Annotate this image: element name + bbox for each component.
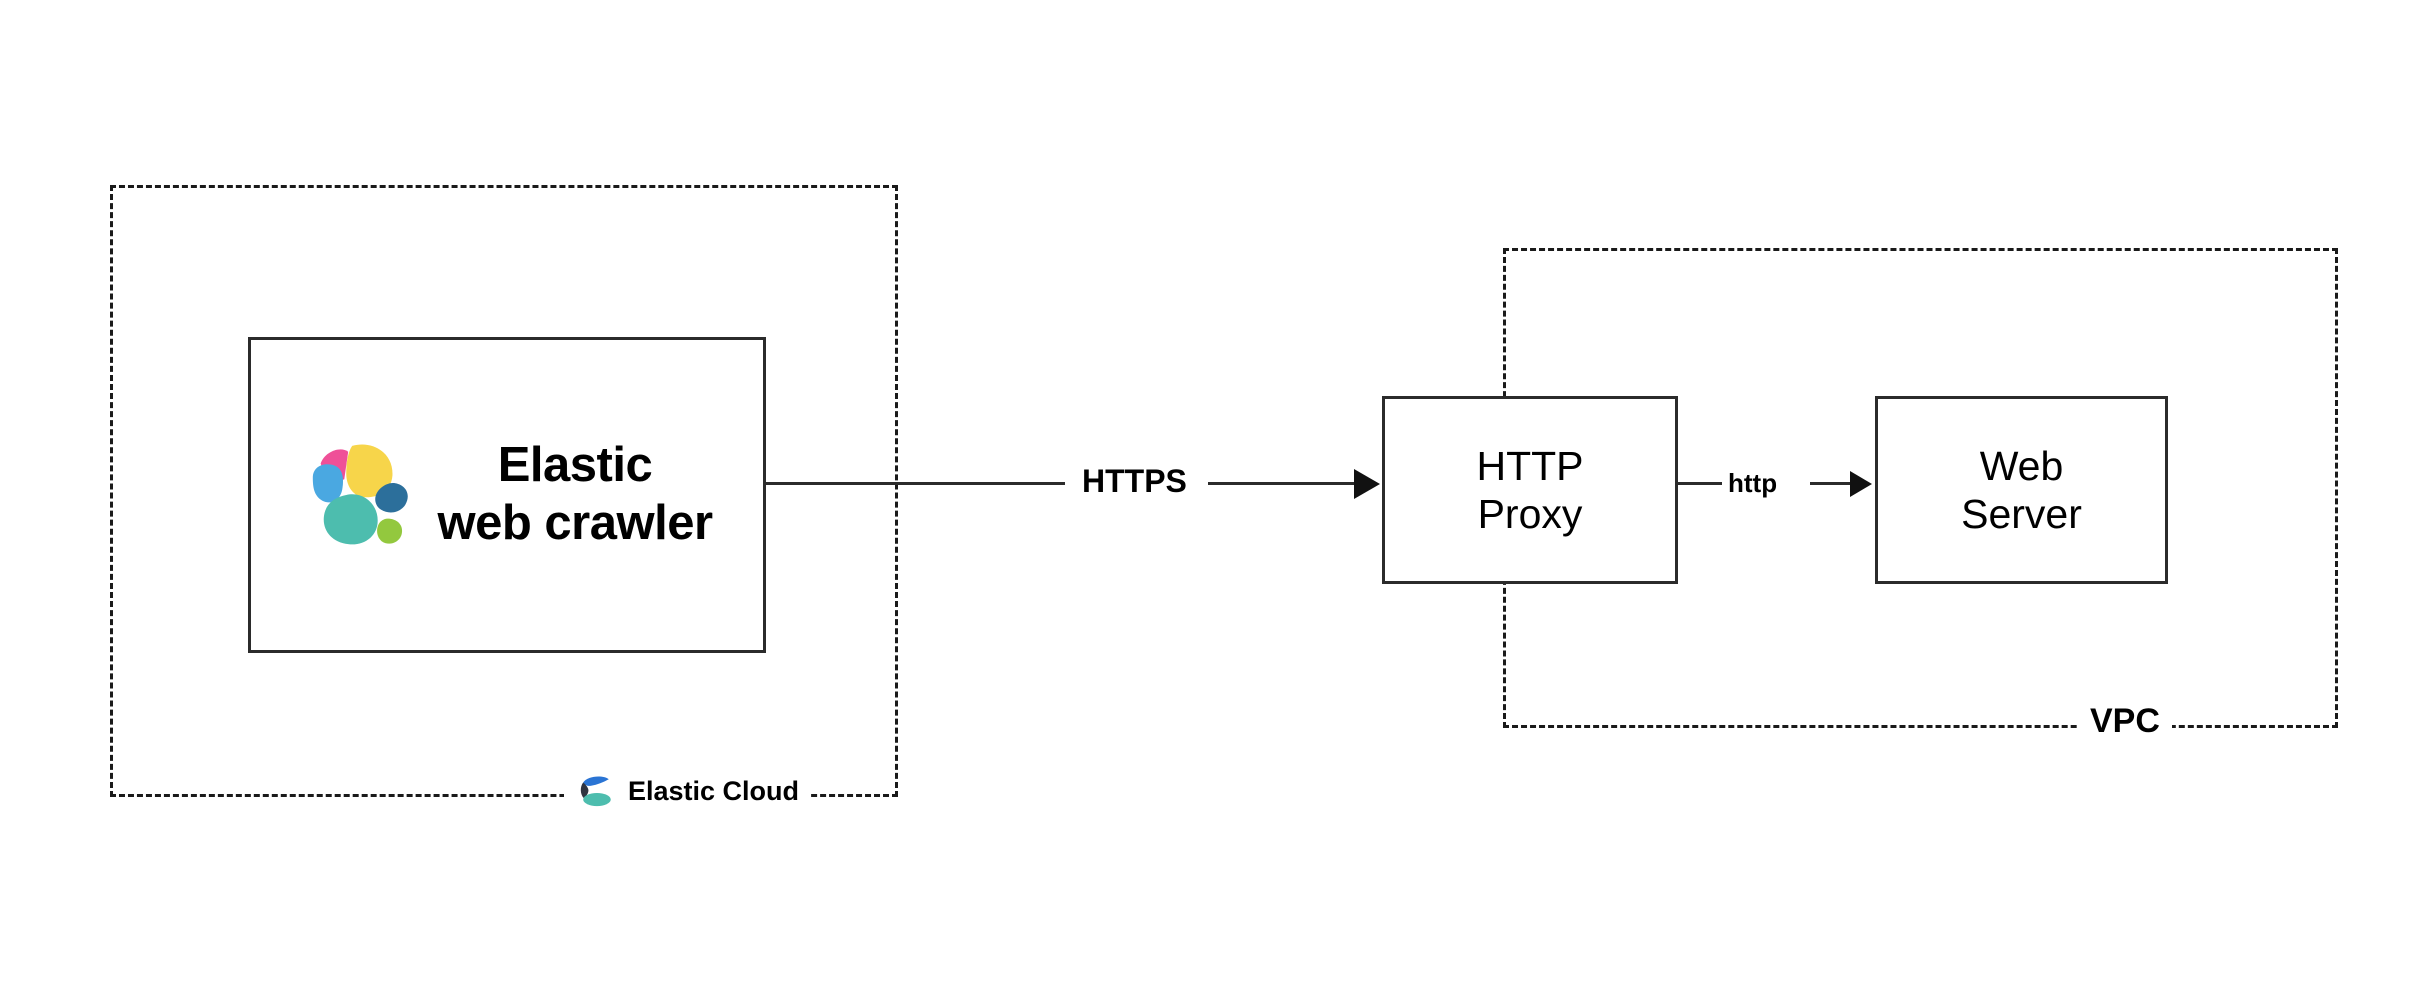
elastic-cloud-label: Elastic Cloud <box>628 775 800 806</box>
elastic-cloud-icon <box>580 776 611 807</box>
elastic-crawler-label: Elastic web crawler <box>437 438 713 550</box>
http-arrow-head-icon <box>1850 471 1872 497</box>
edge-label-http: http <box>1728 468 1778 498</box>
group-elastic-cloud <box>110 185 898 797</box>
elastic-crawler-content: Elastic web crawler <box>251 340 763 650</box>
https-connector-line-left <box>765 482 1065 485</box>
https-connector-line-right <box>1208 482 1356 485</box>
node-http-proxy[interactable]: HTTP Proxy <box>1382 396 1678 584</box>
node-elastic-web-crawler[interactable]: Elastic web crawler <box>248 337 766 653</box>
http-proxy-label: HTTP Proxy <box>1476 442 1584 537</box>
vpc-label: VPC <box>2078 700 2172 743</box>
https-arrow-head-icon <box>1354 469 1380 499</box>
elastic-logo-icon <box>313 444 409 545</box>
edge-label-https: HTTPS <box>1082 463 1187 499</box>
http-connector-line-right <box>1810 482 1852 485</box>
web-server-label: Web Server <box>1961 442 2082 537</box>
node-web-server[interactable]: Web Server <box>1875 396 2168 584</box>
elastic-cloud-caption: Elastic Cloud <box>564 763 810 819</box>
http-connector-line-left <box>1678 482 1722 485</box>
